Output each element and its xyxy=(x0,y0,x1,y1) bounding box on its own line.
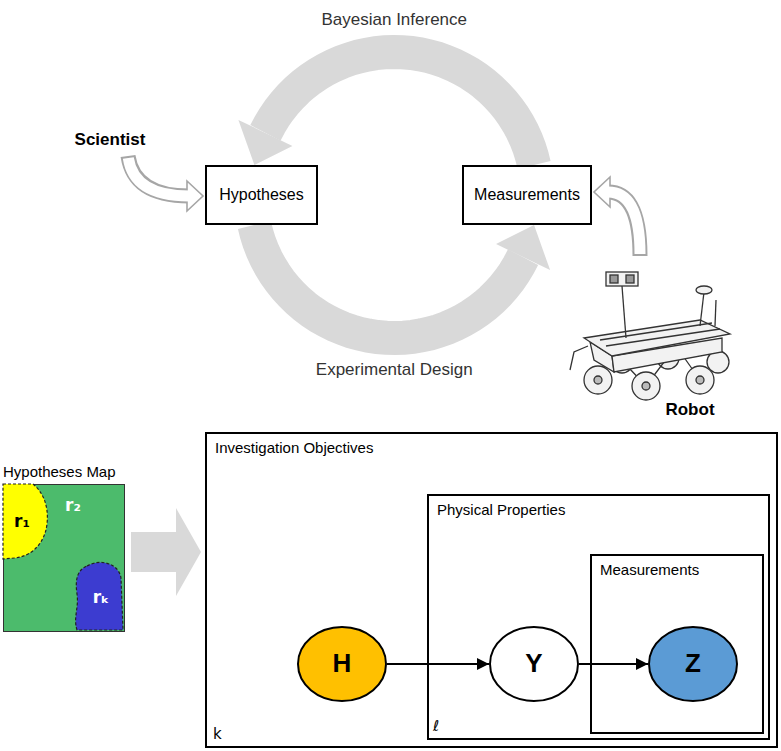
property-node: Y xyxy=(489,626,579,702)
rover-wheel xyxy=(632,372,660,400)
rover-mast xyxy=(622,286,626,338)
cycle-arrowhead xyxy=(496,225,550,270)
measurements-plate: Z Measurements xyxy=(590,554,764,734)
map-arrow xyxy=(131,508,201,596)
node-letter: H xyxy=(333,649,352,679)
node-ellipse xyxy=(298,627,386,701)
hypotheses-map: r₁rₖHypotheses Mapr₂ xyxy=(3,484,125,632)
rover-arm xyxy=(570,346,588,370)
arrow-line xyxy=(387,663,489,665)
node-letter: Z xyxy=(685,649,701,679)
rover-dish xyxy=(696,286,712,294)
box-label: Measurements xyxy=(474,186,580,204)
plate-heading: Measurements xyxy=(600,561,699,578)
region-shape xyxy=(76,562,123,630)
hypothesis-node: H xyxy=(297,626,387,702)
properties-plate: Y Z Measurements Physical Properties ℓ xyxy=(427,494,770,740)
region-shape xyxy=(3,484,47,559)
arrow-head xyxy=(594,177,610,207)
rover-wheel-hub xyxy=(642,382,650,390)
plate-heading: Physical Properties xyxy=(437,501,565,518)
node-ellipse xyxy=(649,627,737,701)
region-label: r₂ xyxy=(65,496,81,516)
rover-camera-head xyxy=(606,272,638,286)
robot-arrow xyxy=(594,177,640,256)
actor-label: Robot xyxy=(665,400,714,420)
cycle-arc xyxy=(254,225,523,338)
node-ellipse xyxy=(490,627,578,701)
region-label: rₖ xyxy=(93,588,110,608)
rover-antenna xyxy=(715,300,716,326)
rover-deck-line xyxy=(606,329,720,346)
edge-label: Experimental Design xyxy=(314,360,475,380)
arrow-shaft-inner xyxy=(128,158,189,196)
cycle-arrow xyxy=(238,52,534,165)
rover-illustration xyxy=(570,272,730,400)
rover-wheel-hub xyxy=(594,376,602,384)
edge-label: Bayesian Inference xyxy=(319,10,469,30)
measurements-box: Measurements xyxy=(462,165,592,225)
scientist-arrow xyxy=(128,156,203,211)
arrow-shaft-outline xyxy=(128,156,189,196)
rover-camera xyxy=(610,275,618,283)
rover-deck-line xyxy=(600,323,712,340)
rover-wheel-hub xyxy=(696,376,704,384)
map-heading: Hypotheses Map xyxy=(3,463,116,480)
rover-wheel xyxy=(686,366,714,394)
box-label: Hypotheses xyxy=(219,186,304,204)
rover-wheel xyxy=(584,366,612,394)
cycle-arrowhead xyxy=(238,120,292,165)
actor-label: Scientist xyxy=(75,130,146,150)
rover-camera xyxy=(626,275,634,283)
node-letter: Y xyxy=(525,649,542,679)
objectives-plate: H Y Z Measurements Physical Properties ℓ Inves… xyxy=(205,432,778,748)
plate-index: k xyxy=(213,726,222,743)
dependency-arrow xyxy=(387,664,489,665)
cycle-arrow xyxy=(254,225,550,338)
region-label: r₁ xyxy=(14,512,30,532)
arrow-shaft-inner xyxy=(608,192,640,254)
rover-deck xyxy=(584,320,730,356)
plate-index: ℓ xyxy=(433,718,439,735)
measurement-node: Z xyxy=(648,626,738,702)
rover-antenna xyxy=(700,292,704,326)
map-ground xyxy=(4,485,125,632)
map-region: r₁ xyxy=(3,484,51,559)
cycle-arc xyxy=(265,52,534,165)
arrow-head xyxy=(187,181,203,211)
arrow-shaft-outline xyxy=(608,192,640,256)
map-region: rₖ xyxy=(73,560,123,630)
plate-heading: Investigation Objectives xyxy=(215,439,373,456)
hypotheses-box: Hypotheses xyxy=(205,165,318,225)
